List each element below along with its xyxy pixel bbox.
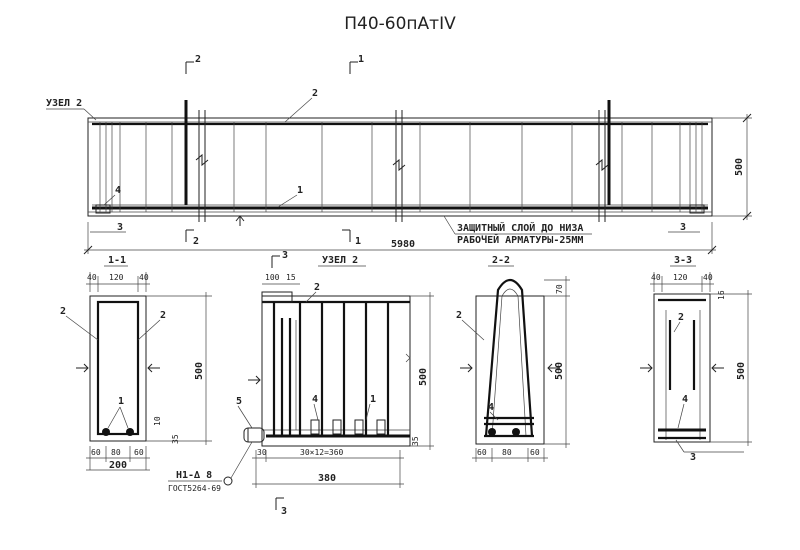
section-2-2: 2-2 2 4 70 500	[456, 255, 570, 462]
anchor-plate	[243, 427, 265, 443]
callout-4: 4	[115, 185, 121, 196]
svg-text:80: 80	[111, 448, 121, 457]
bottom-bar-right	[126, 428, 134, 436]
node-2-detail: УЗЕЛ 2 3 100 15	[168, 250, 434, 517]
svg-text:120: 120	[109, 273, 124, 282]
node-2-outline	[261, 295, 411, 447]
svg-text:2: 2	[314, 282, 320, 293]
drawing-title: П40-60пАтIV	[344, 14, 456, 34]
node-2-hooks	[310, 419, 386, 435]
svg-text:4: 4	[488, 402, 494, 413]
svg-text:3: 3	[282, 250, 288, 261]
svg-text:2: 2	[195, 54, 201, 65]
section-3-3: 3-3 40 120 40 2 4 3	[640, 255, 752, 463]
height-dimension: 500	[734, 158, 745, 176]
section-2-2-lifting-loop	[484, 278, 534, 437]
anchor-weld-note: Н1-∆ 8	[176, 470, 212, 481]
svg-text:60: 60	[91, 448, 101, 457]
svg-text:40: 40	[703, 273, 713, 282]
section-3-3-outline	[653, 293, 711, 443]
svg-text:80: 80	[502, 448, 512, 457]
section-3-3-title: 3-3	[674, 255, 692, 266]
svg-text:15: 15	[286, 273, 296, 282]
svg-text:1: 1	[118, 396, 124, 407]
svg-text:100: 100	[265, 273, 280, 282]
svg-text:3: 3	[680, 222, 686, 233]
svg-text:2: 2	[60, 306, 66, 317]
break-lines	[195, 110, 609, 222]
elevation-view: УЗЕЛ 2 2 1 4 2 1 2 1 3 3	[46, 54, 752, 255]
svg-text:5: 5	[236, 396, 242, 407]
svg-text:2: 2	[193, 236, 199, 247]
svg-text:2: 2	[678, 312, 684, 323]
svg-text:500: 500	[418, 368, 429, 386]
svg-text:1: 1	[370, 394, 376, 405]
svg-text:3: 3	[117, 222, 123, 233]
svg-text:60: 60	[134, 448, 144, 457]
svg-text:500: 500	[554, 362, 565, 380]
stirrups	[99, 122, 703, 212]
svg-text:2: 2	[456, 310, 462, 321]
length-dimension: 5980	[391, 239, 415, 250]
svg-text:1: 1	[358, 54, 364, 65]
svg-text:10: 10	[153, 416, 162, 426]
section-marks: 2 1 2 1 3 3	[90, 54, 700, 247]
svg-text:4: 4	[312, 394, 318, 405]
svg-text:60: 60	[530, 448, 540, 457]
svg-text:500: 500	[194, 362, 205, 380]
bottom-bar-left	[102, 428, 110, 436]
section-1-1-outline	[89, 295, 147, 442]
section-1-1-title: 1-1	[108, 255, 126, 266]
section-1-1: 1-1 40 120 40 2 2 1	[60, 255, 212, 471]
svg-text:1: 1	[355, 236, 361, 247]
node-2-label: УЗЕЛ 2	[46, 98, 82, 109]
callout-1: 1	[297, 185, 303, 196]
svg-text:60: 60	[477, 448, 487, 457]
svg-text:2: 2	[160, 310, 166, 321]
svg-text:35: 35	[411, 436, 420, 446]
beam-outline	[87, 117, 713, 217]
svg-text:40: 40	[651, 273, 661, 282]
anchor-weld-standard: ГОСТ5264-69	[168, 484, 221, 493]
node-2-stirrups	[272, 302, 390, 436]
svg-text:120: 120	[673, 273, 688, 282]
svg-text:16: 16	[717, 290, 726, 300]
svg-text:200: 200	[109, 460, 127, 471]
section-2-2-outline	[475, 295, 545, 445]
svg-text:380: 380	[318, 473, 336, 484]
node-2-title: УЗЕЛ 2	[322, 255, 358, 266]
svg-text:30×12=360: 30×12=360	[300, 448, 344, 457]
section-2-2-title: 2-2	[492, 255, 510, 266]
svg-text:70: 70	[555, 284, 564, 294]
svg-text:40: 40	[139, 273, 149, 282]
section-1-1-stirrup	[96, 300, 140, 436]
svg-text:4: 4	[682, 394, 688, 405]
svg-text:3: 3	[690, 452, 696, 463]
svg-text:500: 500	[736, 362, 747, 380]
svg-text:40: 40	[87, 273, 97, 282]
callout-2: 2	[312, 88, 318, 99]
svg-text:30: 30	[257, 448, 267, 457]
svg-text:3: 3	[281, 506, 287, 517]
cover-note-line2: РАБОЧЕЙ АРМАТУРЫ-25ММ	[457, 233, 583, 246]
svg-text:35: 35	[171, 434, 180, 444]
cover-note-line1: ЗАЩИТНЫЙ СЛОЙ ДО НИЗА	[457, 221, 583, 234]
